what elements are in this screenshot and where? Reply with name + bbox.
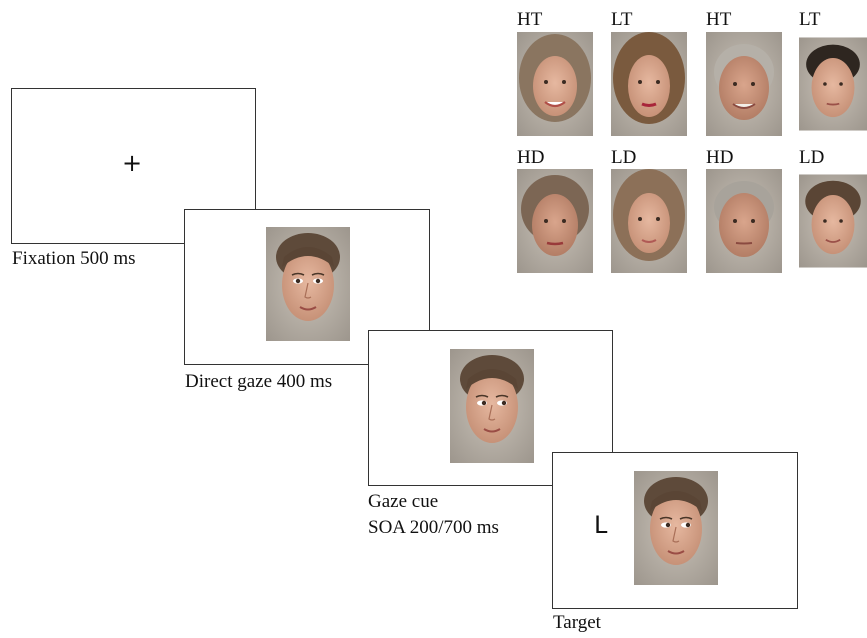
young-female-high-trust-face (517, 32, 593, 136)
fixation-cross: + (122, 149, 143, 177)
grid-label-top-4: LT (799, 9, 821, 30)
grid-label-bottom-2: LD (611, 147, 637, 168)
grid-label-bottom-3: HD (706, 147, 734, 168)
target-letter: L (594, 511, 608, 539)
grid-label-top-1: HT (517, 9, 543, 30)
gaze-cue-caption: Gaze cue (368, 491, 439, 512)
older-female-high-dominance-face (517, 169, 593, 273)
young-male-low-dominance-face (799, 174, 867, 268)
soa-caption: SOA 200/700 ms (368, 517, 499, 538)
fixation-frame: + (11, 88, 256, 244)
male-face-averted-gaze (634, 471, 718, 585)
older-male-high-dominance-face (706, 169, 782, 273)
grid-label-bottom-4: LD (799, 147, 825, 168)
grid-label-top-3: HT (706, 9, 732, 30)
young-female-low-trust-face (611, 32, 687, 136)
male-face-averted-gaze (450, 349, 534, 463)
direct-gaze-caption: Direct gaze 400 ms (185, 371, 333, 392)
target-frame: L (552, 452, 798, 609)
male-face-direct-gaze (266, 227, 350, 341)
older-male-high-trust-face (706, 32, 782, 136)
young-male-low-trust-face (799, 37, 867, 131)
fixation-caption: Fixation 500 ms (12, 248, 136, 269)
target-caption: Target (553, 612, 601, 633)
grid-label-bottom-1: HD (517, 147, 545, 168)
young-female-low-dominance-face (611, 169, 687, 273)
grid-label-top-2: LT (611, 9, 633, 30)
